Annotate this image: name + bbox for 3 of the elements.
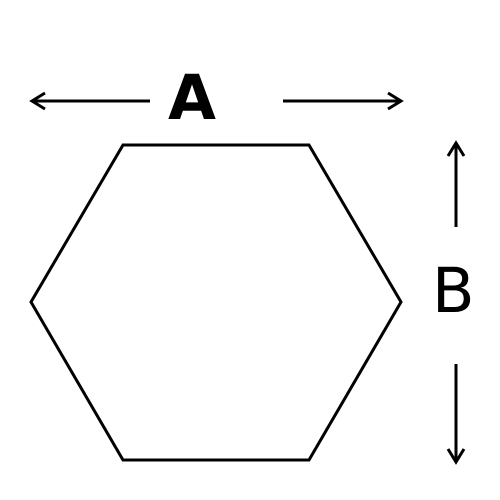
dimension-label: B xyxy=(432,255,475,327)
dimension-label: A xyxy=(168,62,216,134)
hexagon-shape xyxy=(29,143,403,462)
